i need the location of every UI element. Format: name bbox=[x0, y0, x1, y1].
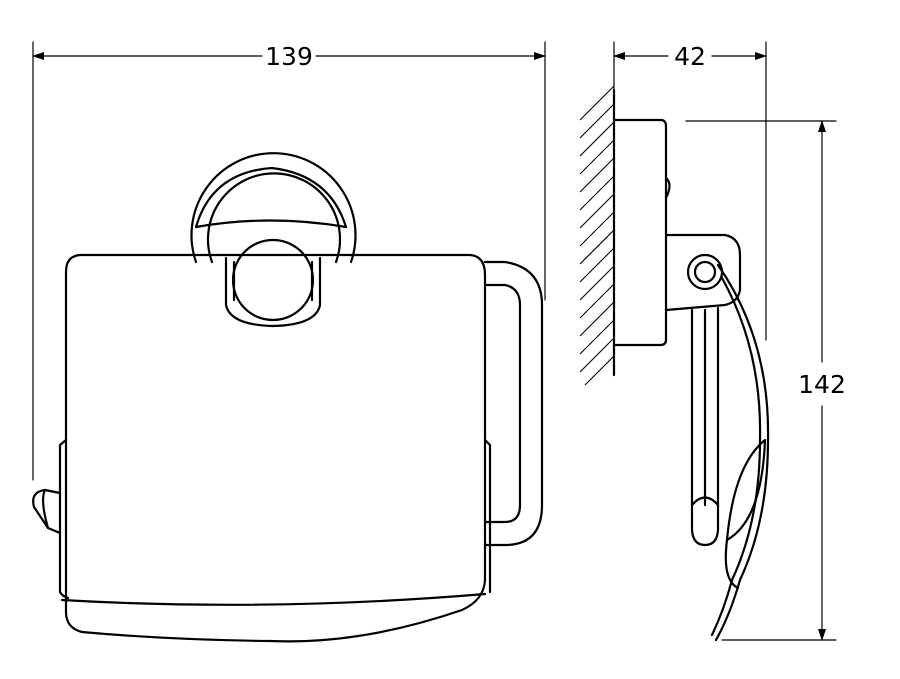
side-view: 42 142 bbox=[579, 41, 846, 642]
depth-dimension: 42 bbox=[613, 41, 767, 341]
wall bbox=[579, 85, 616, 386]
width-dimension: 139 bbox=[32, 41, 546, 481]
arm-block bbox=[664, 233, 742, 312]
spindle-end bbox=[32, 488, 62, 535]
front-view: 139 bbox=[32, 41, 546, 643]
width-label: 139 bbox=[265, 42, 313, 71]
depth-label: 42 bbox=[674, 42, 706, 71]
height-label: 142 bbox=[798, 370, 846, 399]
roll-bar bbox=[690, 306, 720, 547]
hinge-knob bbox=[224, 238, 322, 328]
cover-plate bbox=[58, 253, 492, 643]
pivot-inner bbox=[693, 260, 717, 284]
mount-base bbox=[612, 118, 671, 347]
side-handle bbox=[483, 260, 544, 547]
height-dimension: 142 bbox=[685, 120, 846, 641]
pivot-outer bbox=[686, 253, 724, 291]
wall-hatching bbox=[579, 85, 615, 386]
cover-flap bbox=[710, 263, 770, 642]
mount-ring bbox=[190, 152, 357, 264]
